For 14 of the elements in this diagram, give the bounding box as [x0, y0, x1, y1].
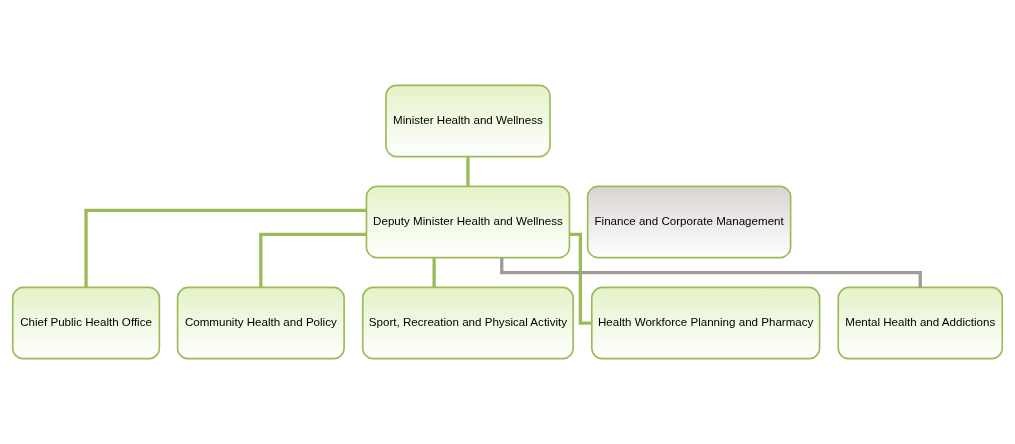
connector	[259, 232, 367, 288]
connector	[500, 257, 922, 288]
node-box: Chief Public Health Office	[11, 286, 161, 360]
node-box: Community Health and Policy	[176, 286, 345, 360]
connector	[432, 257, 436, 288]
node-box: Minister Health and Wellness	[385, 84, 551, 158]
connector	[84, 208, 367, 288]
node-box: Health Workforce Planning and Pharmacy	[590, 286, 821, 360]
node-box: Mental Health and Addictions	[837, 286, 1004, 360]
connector	[569, 232, 592, 325]
node-box: Sport, Recreation and Physical Activity	[361, 286, 574, 360]
node-box: Deputy Minister Health and Wellness	[365, 185, 571, 259]
node-box: Finance and Corporate Management	[586, 185, 792, 259]
connector	[466, 156, 470, 187]
